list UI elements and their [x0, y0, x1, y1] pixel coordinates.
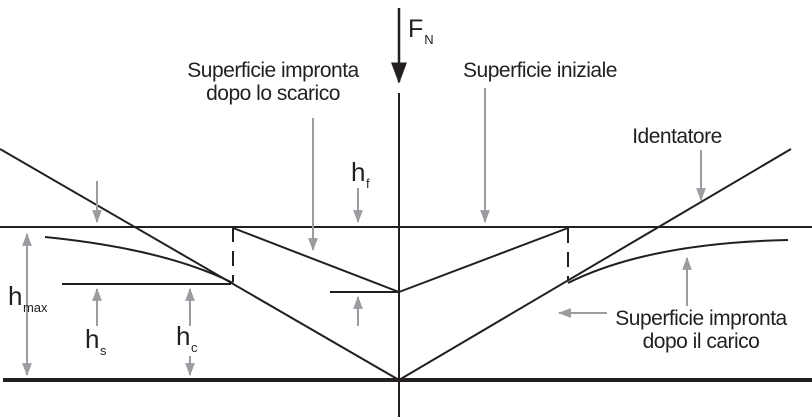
- force-symbol: F: [408, 15, 424, 43]
- unload-surface-label: Superficie impronta dopo lo scarico: [187, 59, 359, 105]
- unloaded-imprint-left-line: [232, 227, 400, 293]
- hc-label: hc: [176, 321, 198, 355]
- indenter-right-flank-line: [398, 148, 792, 381]
- normal-force-label: FN: [408, 15, 434, 47]
- indenter-label: Identatore: [632, 125, 722, 148]
- loaded-imprint-right-curve: [567, 239, 789, 284]
- unloaded-imprint-right-line: [398, 227, 569, 293]
- indenter-left-flank-line: [0, 148, 400, 381]
- force-subscript: N: [424, 32, 434, 47]
- loaded-imprint-left-curve: [44, 236, 234, 284]
- initial-surface-label: Superficie iniziale: [463, 59, 617, 82]
- load-surface-label: Superficie impronta dopo il carico: [615, 307, 787, 353]
- hmax-label: hmax: [8, 281, 48, 315]
- hs-label: hs: [85, 324, 107, 358]
- hf-label: hf: [351, 157, 370, 191]
